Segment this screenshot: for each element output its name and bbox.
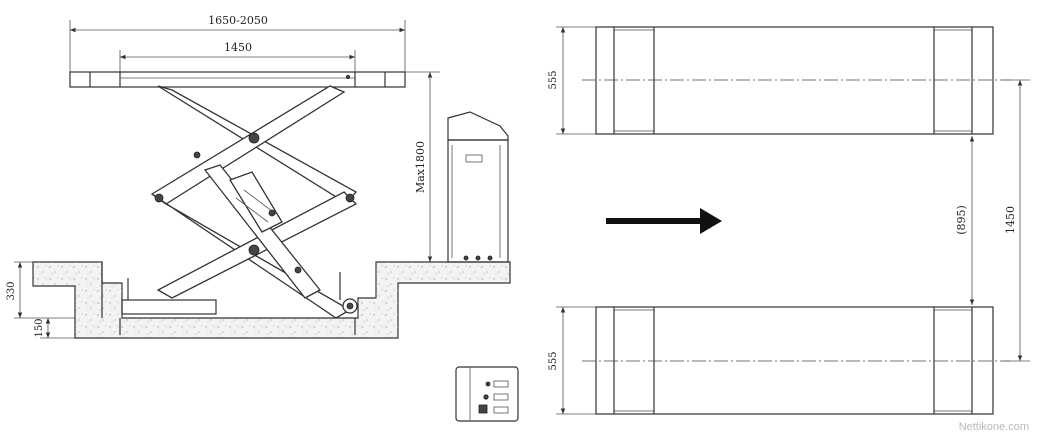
dimension-step: 150 bbox=[34, 318, 75, 339]
concrete-pit bbox=[32, 261, 511, 339]
dim-step-label: 150 bbox=[34, 318, 45, 337]
power-unit-cabinet bbox=[447, 111, 509, 263]
side-view: 1650-2050 1450 Max1800 bbox=[6, 14, 519, 422]
dimension-platform: 1450 bbox=[119, 41, 356, 74]
arrow-right-icon bbox=[606, 208, 722, 234]
dimension-pit-depth: 330 bbox=[6, 261, 75, 319]
dim-platform-label: 1450 bbox=[224, 41, 252, 54]
watermark: Nettikone.com bbox=[958, 421, 1029, 433]
lift-platform bbox=[69, 71, 406, 88]
dim-track-top-label: 555 bbox=[548, 70, 559, 89]
dimension-track-top: 555 bbox=[548, 26, 596, 135]
dim-pit-depth-label: 330 bbox=[6, 281, 17, 300]
top-view: 555 555 (895) 1450 bbox=[548, 26, 1030, 415]
dim-track-bottom-label: 555 bbox=[548, 351, 559, 370]
dim-overall-label: 1650-2050 bbox=[208, 14, 268, 27]
dim-track-spacing-label: 1450 bbox=[1004, 206, 1017, 234]
scissor-mechanism bbox=[119, 85, 358, 335]
dimension-track-spacing: 1450 bbox=[1004, 79, 1030, 362]
dimension-inner-gap: (895) bbox=[955, 136, 975, 305]
dim-inner-gap-label: (895) bbox=[955, 205, 968, 235]
bottom-track bbox=[582, 306, 1010, 415]
top-track bbox=[582, 26, 1010, 135]
dim-height-label: Max1800 bbox=[414, 141, 427, 193]
dimension-height: Max1800 bbox=[405, 71, 440, 262]
control-panel-icon bbox=[455, 366, 519, 422]
dimension-track-bottom: 555 bbox=[548, 306, 596, 415]
